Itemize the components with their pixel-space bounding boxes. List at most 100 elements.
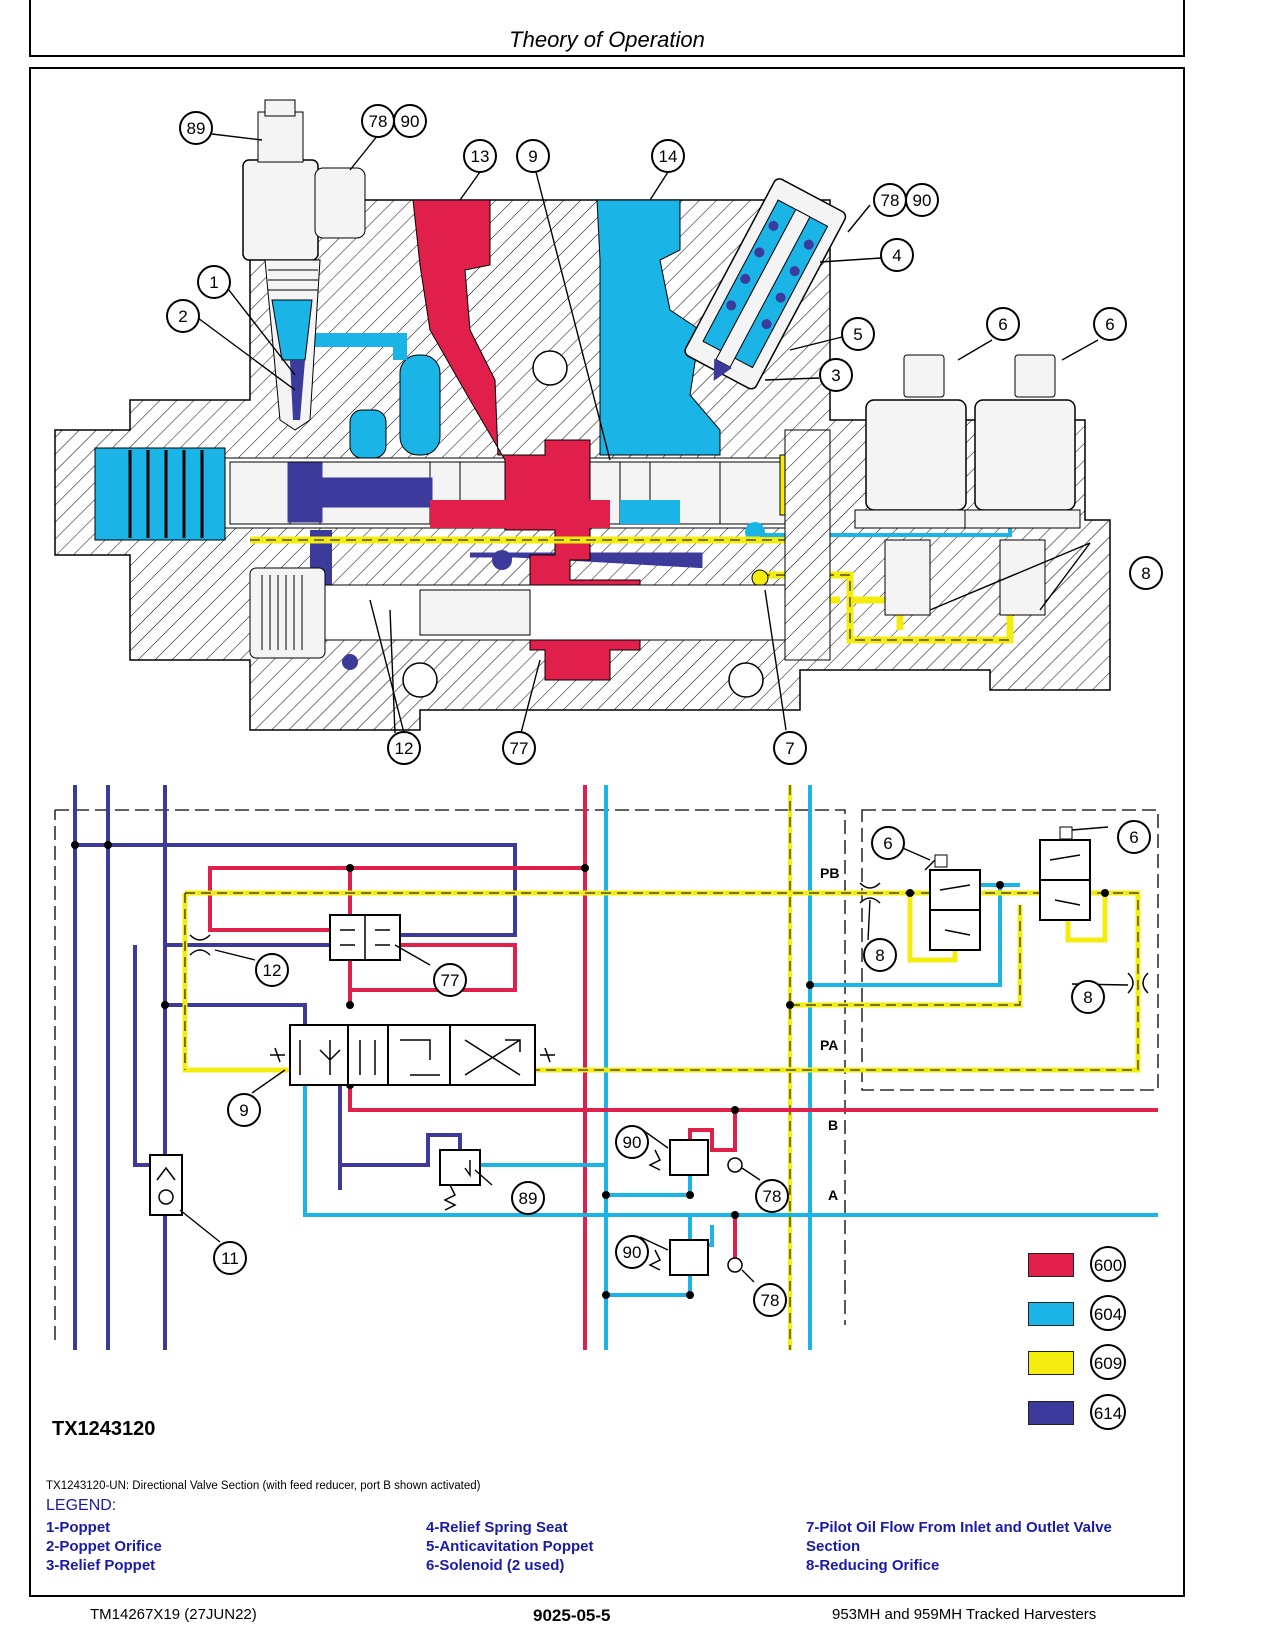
svg-text:78: 78 — [763, 1187, 782, 1206]
legend-item: 1-Poppet — [46, 1519, 111, 1536]
orifice-12 — [189, 934, 211, 956]
legend-item: 3-Relief Poppet — [46, 1557, 156, 1574]
relief-anticav-lower — [648, 1239, 743, 1276]
legend-item: 4-Relief Spring Seat — [426, 1519, 568, 1536]
relief-valve-89 — [242, 99, 321, 431]
svg-text:90: 90 — [913, 191, 932, 210]
callout-12-sch: 12 — [255, 953, 289, 987]
navy-dot — [492, 550, 512, 570]
footer-product: 953MH and 959MH Tracked Harvesters — [832, 1606, 1097, 1623]
body-bolt-holes — [402, 350, 764, 698]
legend-title: LEGEND: — [46, 1497, 117, 1514]
color-swatch — [1028, 1401, 1074, 1425]
callout-77-sch: 77 — [433, 963, 467, 997]
color-code: 600 — [1090, 1246, 1126, 1282]
svg-text:7: 7 — [785, 739, 794, 758]
svg-text:77: 77 — [441, 971, 460, 990]
color-swatch — [1028, 1253, 1074, 1277]
legend-column-3: 7-Pilot Oil Flow From Inlet and Outlet V… — [806, 1518, 1112, 1575]
callout-4: 4 — [880, 238, 914, 272]
cyan-port-a — [303, 1085, 1158, 1217]
svg-text:14: 14 — [659, 147, 678, 166]
legend-item: 5-Anticavitation Poppet — [426, 1538, 594, 1555]
callout-6-sch-right: 6 — [1117, 820, 1151, 854]
color-key-604: 604 — [1028, 1294, 1148, 1334]
navy-11-line — [133, 945, 150, 1167]
color-swatch — [1028, 1351, 1074, 1375]
callout-5: 5 — [841, 317, 875, 351]
orifice-8-left — [859, 882, 881, 904]
svg-text:5: 5 — [853, 325, 862, 344]
navy-loop-top — [75, 843, 517, 937]
port-label-a: A — [828, 1187, 838, 1203]
callout-90-top: 90 — [393, 104, 427, 138]
callout-78-right: 78 — [873, 183, 907, 217]
connector-top — [314, 167, 366, 239]
cyan-sensor-line — [290, 333, 407, 360]
svg-text:8: 8 — [1141, 564, 1150, 583]
callout-7: 7 — [773, 731, 807, 765]
legend-item: 7-Pilot Oil Flow From Inlet and Outlet V… — [806, 1519, 1112, 1536]
color-code: 609 — [1090, 1344, 1126, 1380]
callout-12-sec: 12 — [387, 731, 421, 765]
color-key-614: 614 — [1028, 1393, 1148, 1433]
callout-78-lower: 78 — [753, 1283, 787, 1317]
callout-8-sec: 8 — [1129, 556, 1163, 590]
svg-text:78: 78 — [761, 1291, 780, 1310]
spool-spring — [128, 450, 204, 538]
svg-text:90: 90 — [623, 1243, 642, 1262]
svg-text:9: 9 — [239, 1101, 248, 1120]
check-valve-11-symbol — [149, 1154, 183, 1216]
svg-text:6: 6 — [883, 834, 892, 853]
callout-6-sch-left: 6 — [871, 826, 905, 860]
svg-text:6: 6 — [1105, 315, 1114, 334]
solenoid-valve-symbol-right — [1039, 826, 1091, 921]
cyan-upper-chamber — [349, 409, 387, 459]
orifice-8-right — [1127, 972, 1149, 994]
solenoid-left — [854, 354, 971, 616]
cartridge-78-90 — [684, 178, 847, 390]
solenoid-valve-symbol-left — [924, 854, 981, 951]
boundary-solenoid — [861, 809, 1159, 1091]
svg-text:90: 90 — [401, 112, 420, 131]
svg-text:77: 77 — [510, 739, 529, 758]
reducer-spool — [419, 589, 531, 636]
end-plug-threads — [261, 575, 303, 650]
color-code: 604 — [1090, 1295, 1126, 1331]
footer-doc-id: TM14267X19 (27JUN22) — [90, 1606, 257, 1623]
callout-90-right: 90 — [905, 183, 939, 217]
svg-text:12: 12 — [395, 739, 414, 758]
color-swatch — [1028, 1302, 1074, 1326]
svg-text:13: 13 — [471, 147, 490, 166]
reducer-bore — [319, 584, 791, 641]
callout-11: 11 — [213, 1241, 247, 1275]
callouts: 89 78 90 13 9 14 78 90 4 1 2 6 6 5 3 8 1… — [166, 104, 1163, 1317]
callout-13: 13 — [463, 139, 497, 173]
navy-loop-12 — [165, 943, 340, 1032]
callout-9-sch: 9 — [227, 1093, 261, 1127]
footer-page-number: 9025-05-5 — [533, 1606, 611, 1625]
callout-89-sch: 89 — [511, 1181, 545, 1215]
svg-text:4: 4 — [892, 246, 901, 265]
callout-3: 3 — [819, 358, 853, 392]
svg-text:11: 11 — [221, 1249, 239, 1268]
callout-89-top: 89 — [179, 111, 213, 145]
spring-chamber — [94, 447, 226, 541]
callout-8-sch-left: 8 — [863, 938, 897, 972]
schematic — [54, 785, 1159, 1350]
junction-dots — [71, 841, 1109, 1299]
svg-text:6: 6 — [998, 315, 1007, 334]
color-key-600: 600 — [1028, 1245, 1148, 1285]
end-plug-left — [249, 567, 326, 659]
feed-reducer-valve-77 — [329, 914, 401, 961]
page-header-title: Theory of Operation — [509, 27, 705, 52]
callout-14: 14 — [651, 139, 685, 173]
callout-6-sec-left: 6 — [986, 307, 1020, 341]
port-label-pa: PA — [820, 1037, 838, 1053]
red-spool-area — [430, 500, 610, 528]
figure-id: TX1243120 — [52, 1418, 156, 1440]
callout-6-sec-right: 6 — [1093, 307, 1127, 341]
legend-column-1: 1-Poppet 2-Poppet Orifice 3-Relief Poppe… — [46, 1518, 162, 1575]
port-labels: PB PA B A — [820, 865, 839, 1203]
